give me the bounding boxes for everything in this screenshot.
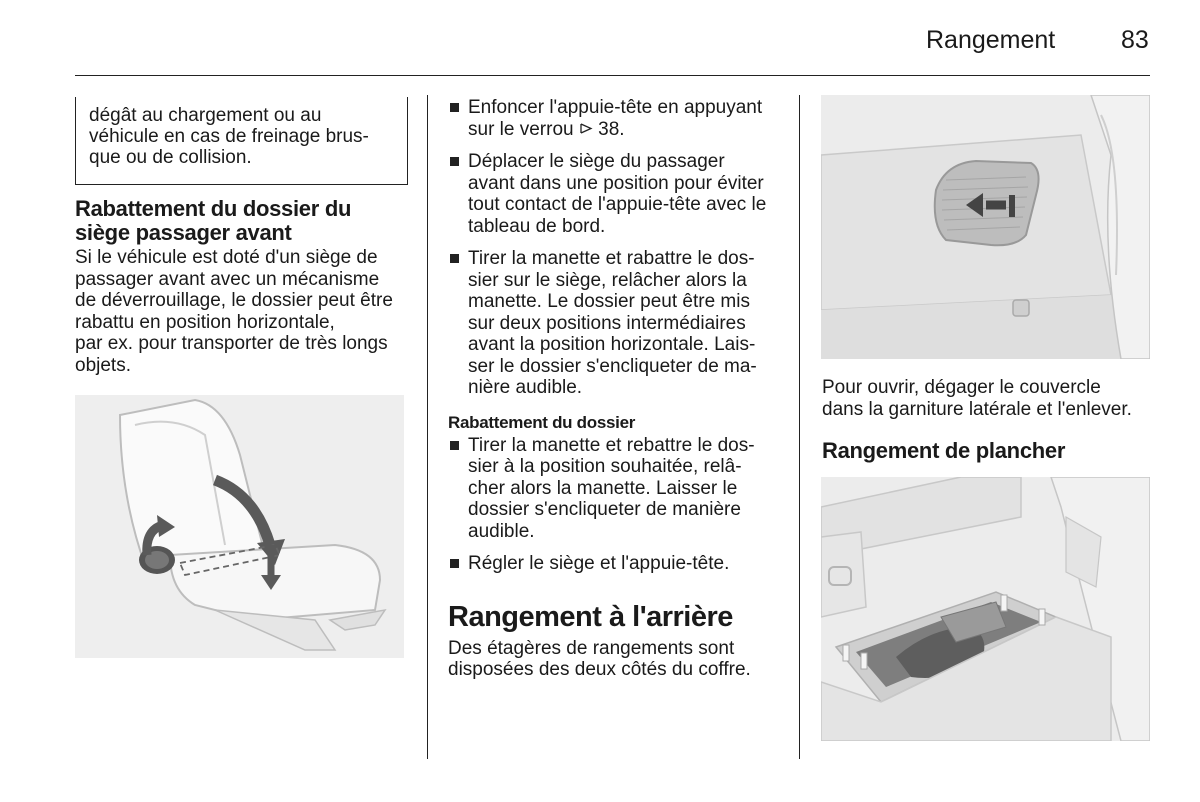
list-item: Régler le siège et l'appuie-tête.: [448, 553, 783, 575]
procedure-list: Enfoncer l'appuie-tête en appuyant sur l…: [448, 97, 783, 399]
warning-text: dégât au chargement ou au véhicule en ca…: [89, 105, 369, 168]
list-item: Enfoncer l'appuie-tête en appuyant sur l…: [448, 97, 783, 140]
bullet-icon: [450, 103, 459, 112]
page-title: Rangement: [926, 26, 1056, 54]
bullet-icon: [450, 559, 459, 568]
floor-storage-illustration: [821, 477, 1150, 741]
procedure-column: Enfoncer l'appuie-tête en appuyant sur l…: [448, 97, 783, 681]
list-item: Tirer la manette et rabattre le dos- sie…: [448, 248, 783, 399]
page-reference[interactable]: 38.: [598, 118, 625, 140]
procedure-list-2: Tirer la manette et rebattre le dos- sie…: [448, 435, 783, 575]
warning-box: dégât au chargement ou au véhicule en ca…: [75, 97, 408, 185]
column-divider-1: [427, 95, 428, 759]
subheading: Rabattement du dossier: [448, 412, 636, 432]
section-paragraph: Des étagères de rangements sont disposée…: [448, 637, 751, 681]
bullet-icon: [450, 440, 459, 450]
column-divider-2: [799, 95, 800, 759]
seat-illustration: [75, 395, 404, 658]
header-divider: [75, 75, 1150, 76]
bullet-icon: [450, 254, 459, 263]
side-storage-illustration: [821, 95, 1150, 359]
list-item: Déplacer le siège du passager avant dans…: [448, 151, 783, 237]
seat-fold-heading: Rabattement du dossier du siège passager…: [75, 196, 352, 245]
seat-fold-section: Rabattement du dossier du siège passager…: [75, 197, 406, 376]
bullet-icon: [450, 157, 459, 166]
arrow-right-icon: [579, 119, 593, 141]
section-heading: Rangement à l'arrière: [448, 600, 733, 633]
page-number: 83: [1121, 26, 1149, 54]
seat-fold-paragraph: Si le véhicule est doté d'un siège de pa…: [75, 247, 393, 376]
floor-storage-heading: Rangement de plancher: [822, 438, 1066, 463]
list-item: Tirer la manette et rebattre le dos- sie…: [448, 435, 783, 543]
storage-caption: Pour ouvrir, dégager le couvercle dans l…: [822, 377, 1132, 420]
